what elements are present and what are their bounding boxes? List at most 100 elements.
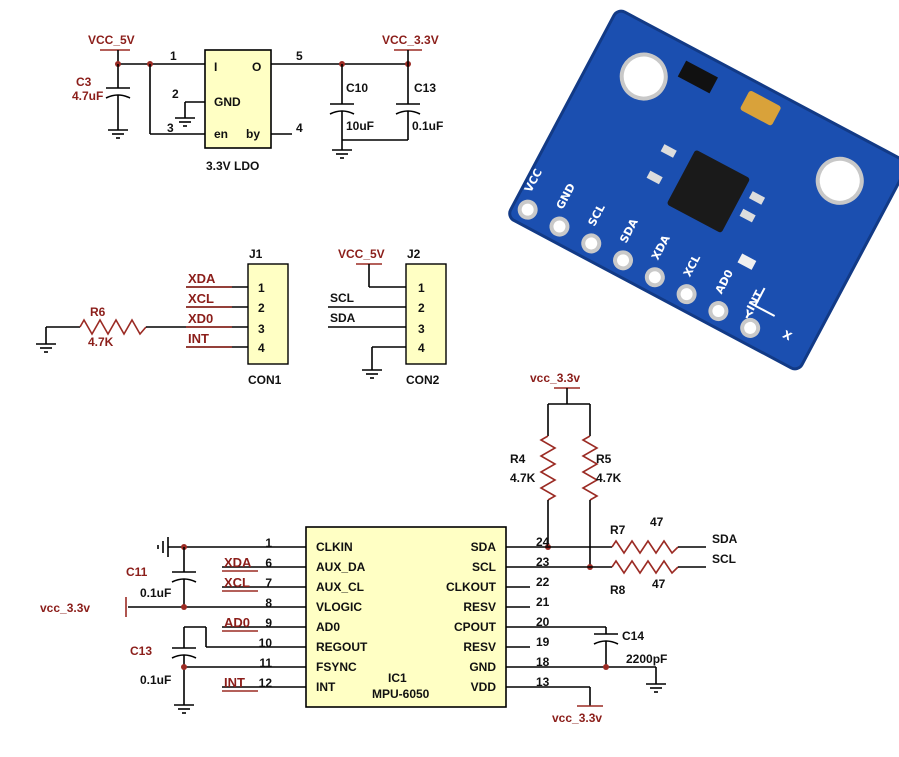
- axis-arrow: [754, 304, 776, 317]
- mpu6050-chip: [667, 150, 750, 233]
- ic-left-pin-number: 6: [265, 556, 272, 570]
- header-pad: [549, 216, 570, 237]
- smd-component: [646, 170, 663, 185]
- ic-right-pin-number: 20: [536, 615, 550, 629]
- j2-ref: J2: [407, 247, 421, 261]
- j1-pin-number: 4: [258, 341, 265, 355]
- junction-dot: [181, 604, 187, 610]
- r7-value: 47: [650, 515, 664, 529]
- ic-left-pin-number: 9: [265, 616, 272, 630]
- j2-signal-label: SCL: [330, 291, 354, 305]
- c14-ref: C14: [622, 629, 644, 643]
- ic-left-pin-name: REGOUT: [316, 640, 368, 654]
- j1-signal-label: XD0: [188, 311, 213, 326]
- j1-ref: J1: [249, 247, 263, 261]
- ground-symbol: [107, 129, 129, 139]
- r4-resistor: [539, 435, 557, 501]
- ic-right-pin-number: 24: [536, 535, 550, 549]
- ic-right-pin-number: 18: [536, 655, 550, 669]
- ic-left-pin-name: AUX_DA: [316, 560, 366, 574]
- ldo-section: VCC_5V 1 C3 4.7uF 3 2 I O GND en by 3.3V…: [72, 33, 443, 173]
- r8-resistor: [611, 559, 679, 575]
- ic-right-pin-name: SCL: [472, 560, 496, 574]
- j1-header: [247, 263, 289, 365]
- header-pad: [644, 267, 665, 288]
- r4-ref: R4: [510, 452, 526, 466]
- r6-ref: R6: [90, 305, 106, 319]
- ic-right-pin-name: GND: [469, 660, 496, 674]
- ic-left-pin-number: 12: [259, 676, 273, 690]
- ic-left-signal-label: XCL: [224, 575, 250, 590]
- j2-vcc-label: VCC_5V: [338, 247, 385, 261]
- j2-pin-number: 2: [418, 301, 425, 315]
- c13-value: 0.1uF: [412, 119, 443, 133]
- ground-symbol: [645, 683, 667, 693]
- ldo-pin-number: 2: [172, 87, 179, 101]
- j2-name: CON2: [406, 373, 440, 387]
- ic-left-signal-label: INT: [224, 675, 245, 690]
- c3-value: 4.7uF: [72, 89, 103, 103]
- ldo-regulator-box: [204, 49, 272, 149]
- net-vcc5v-label: VCC_5V: [88, 33, 135, 47]
- j1-signal-label: XDA: [188, 271, 216, 286]
- j1-pin-number: 2: [258, 301, 265, 315]
- ground-symbol: [174, 117, 196, 127]
- r8-value: 47: [652, 577, 666, 591]
- r4-value: 4.7K: [510, 471, 536, 485]
- ic-right-pin-name: CLKOUT: [446, 580, 497, 594]
- mounting-hole: [619, 52, 668, 101]
- ic-left-pin-number: 7: [265, 576, 272, 590]
- ic-left-pin-name: CLKIN: [316, 540, 353, 554]
- r5-resistor: [581, 435, 599, 501]
- j2-pin-number: 3: [418, 322, 425, 336]
- j2-pin-number: 1: [418, 281, 425, 295]
- ldo-pin-number: 3: [167, 121, 174, 135]
- j2-connector-section: VCC_5V J2 1 2 3 4 CON2 SCL SDA: [328, 247, 447, 387]
- j1-signal-label: INT: [188, 331, 209, 346]
- j2-signal-label: SDA: [330, 311, 356, 325]
- c11-ref: C11: [126, 565, 148, 579]
- scl-output-label: SCL: [712, 552, 736, 566]
- smd-component: [660, 144, 677, 158]
- r8-ref: R8: [610, 583, 626, 597]
- c10-ref: C10: [346, 81, 368, 95]
- c13b-value: 0.1uF: [140, 673, 171, 687]
- c14-value: 2200pF: [626, 652, 667, 666]
- header-pad: [613, 250, 634, 271]
- vcc33-left-label: vcc_3.3v: [40, 601, 90, 615]
- header-pad: [517, 199, 538, 220]
- vcc33-bottom-label: vcc_3.3v: [552, 711, 602, 725]
- header-pad: [581, 233, 602, 254]
- ic-right-pin-name: RESV: [463, 640, 496, 654]
- sda-output-label: SDA: [712, 532, 738, 546]
- ic-left-pin-name: AUX_CL: [316, 580, 364, 594]
- ic-left-pin-name: INT: [316, 680, 336, 694]
- ic-left-pin-number: 1: [265, 536, 272, 550]
- ic-right-pin-number: 21: [536, 595, 550, 609]
- mpu6050-section: CLKINAUX_DAAUX_CLVLOGICAD0REGOUTFSYNCINT…: [40, 371, 738, 725]
- j1-name: CON1: [248, 373, 282, 387]
- led: [737, 253, 757, 270]
- ldo-pin-name: by: [246, 127, 260, 141]
- ldo-pin-name: O: [252, 60, 261, 74]
- ic-right-pin-number: 22: [536, 575, 550, 589]
- j1-connector-section: J1 1 2 3 4 CON1 XDA XCL XD0 INT R6 4.7K: [35, 247, 289, 387]
- r5-ref: R5: [596, 452, 612, 466]
- ic-left-pin-number: 11: [259, 656, 272, 670]
- header-pad: [676, 284, 697, 305]
- ic-right-pin-number: 13: [536, 675, 550, 689]
- smd-component: [748, 191, 766, 205]
- ldo-name: 3.3V LDO: [206, 159, 259, 173]
- ic-left-signal-label: AD0: [224, 615, 250, 630]
- ic-ref: IC1: [388, 671, 407, 685]
- r7-ref: R7: [610, 523, 626, 537]
- r7-resistor: [611, 539, 679, 555]
- mounting-hole: [815, 156, 864, 205]
- ldo-pin-name: en: [214, 127, 228, 141]
- ldo-pin-name: I: [214, 60, 217, 74]
- net-vcc33-label: VCC_3.3V: [382, 33, 439, 47]
- ic-left-pin-number: 8: [265, 596, 272, 610]
- ground-symbol: [173, 704, 195, 714]
